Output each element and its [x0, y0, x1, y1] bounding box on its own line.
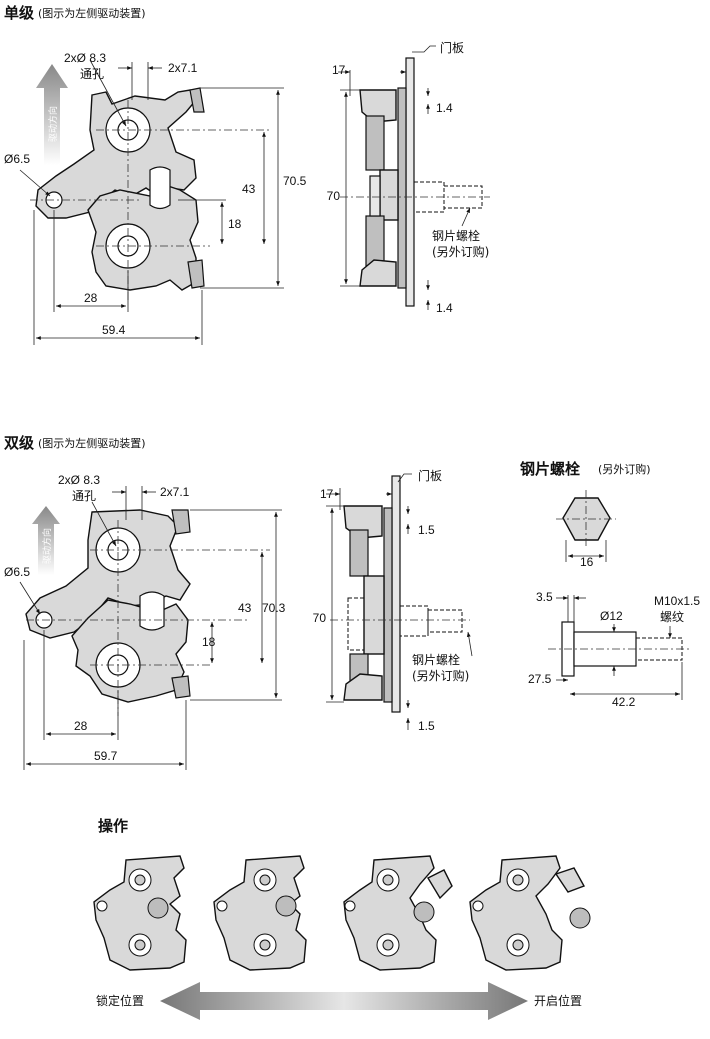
side-dimensions-single: 17 70 门板 1.4 1.4 钢片螺栓 (另外订购) — [327, 40, 490, 315]
door-panel-label: 门板 — [440, 40, 464, 55]
bolt-detail-title: 钢片螺栓 — [520, 460, 580, 478]
operation-step-4 — [469, 855, 591, 971]
dim-70-3: 70.3 — [262, 601, 286, 615]
hole-through-label-2: 通孔 — [72, 489, 96, 503]
thread-sub-label: 螺纹 — [660, 610, 684, 624]
dim-28: 28 — [84, 291, 98, 305]
head-thickness-label: 3.5 — [536, 590, 553, 604]
locked-position-label: 锁定位置 — [96, 993, 144, 1008]
double-latch-side-view — [330, 475, 470, 713]
drive-direction-arrow: 驱动方向 — [36, 64, 68, 165]
dim-28-2: 28 — [74, 719, 88, 733]
drive-direction-label: 驱动方向 — [47, 106, 59, 142]
operation-title: 操作 — [98, 817, 128, 835]
side-dim-1-4-bot: 1.4 — [436, 301, 453, 315]
section2-title: 双级 — [4, 434, 35, 452]
dim-18: 18 — [228, 217, 242, 231]
bolt-sub-label-2: (另外订购) — [412, 668, 469, 683]
dim-59-4: 59.4 — [102, 323, 126, 337]
side-dim-70: 70 — [327, 189, 341, 203]
side-dim-17: 17 — [332, 63, 346, 77]
operation-step-2 — [213, 855, 307, 971]
hole-dia-label: 2xØ 8.3 — [64, 51, 106, 65]
pin-dia-label-2: Ø6.5 — [4, 565, 30, 579]
side-dim-17-2: 17 — [320, 487, 334, 501]
shank-dia-label: Ø12 — [600, 609, 623, 623]
thread-label: M10x1.5 — [654, 594, 700, 608]
slot-width-label: 2x7.1 — [168, 61, 198, 75]
single-latch-side-view — [340, 57, 490, 307]
operation-step-1 — [93, 855, 187, 971]
operation-double-arrow — [160, 982, 528, 1020]
bolt-label: 钢片螺栓 — [432, 228, 480, 243]
pin-dia-label: Ø6.5 — [4, 152, 30, 166]
bolt-side-view: 3.5 Ø12 M10x1.5 螺纹 27.5 42.2 — [528, 590, 700, 709]
side-dimensions-double: 17 70 门板 1.5 1.5 钢片螺栓 (另外订购) — [313, 468, 473, 733]
hole-through-label: 通孔 — [80, 67, 104, 81]
bolt-label-2: 钢片螺栓 — [412, 652, 460, 667]
bolt-detail-subtitle: (另外订购) — [598, 462, 651, 476]
dimensions-double: 2xØ 8.3 通孔 2x7.1 Ø6.5 43 70.3 18 28 59.7 — [4, 473, 286, 770]
bolt-hex-view: 16 — [556, 490, 616, 569]
side-dim-1-5-bot: 1.5 — [418, 719, 435, 733]
side-dim-1-5-top: 1.5 — [418, 523, 435, 537]
bolt-sub-label: (另外订购) — [432, 244, 489, 259]
hex-size-label: 16 — [580, 555, 594, 569]
operation-step-3 — [343, 855, 453, 971]
dim-18-2: 18 — [202, 635, 216, 649]
section2-subtitle: (图示为左侧驱动装置) — [38, 437, 146, 450]
slot-width-label-2: 2x7.1 — [160, 485, 190, 499]
drive-direction-label-2: 驱动方向 — [41, 528, 53, 564]
single-latch-front-view — [35, 87, 205, 291]
hole-dia-label-2: 2xØ 8.3 — [58, 473, 100, 487]
side-dim-1-4-top: 1.4 — [436, 101, 453, 115]
dimensions-single: 2xØ 8.3 通孔 2x7.1 Ø6.5 43 70.5 18 28 59.4 — [4, 51, 307, 345]
drive-direction-arrow-2: 驱动方向 — [32, 506, 60, 575]
bolt-length-label: 42.2 — [612, 695, 636, 709]
dim-59-7: 59.7 — [94, 749, 118, 763]
dim-43: 43 — [242, 182, 256, 196]
door-panel-label-2: 门板 — [418, 468, 442, 483]
section1-title: 单级 — [4, 4, 35, 22]
head-offset-label: 27.5 — [528, 672, 552, 686]
side-dim-70-2: 70 — [313, 611, 327, 625]
open-position-label: 开启位置 — [534, 993, 582, 1008]
section1-subtitle: (图示为左侧驱动装置) — [38, 7, 146, 20]
dim-70-5: 70.5 — [283, 174, 307, 188]
dim-43-2: 43 — [238, 601, 252, 615]
